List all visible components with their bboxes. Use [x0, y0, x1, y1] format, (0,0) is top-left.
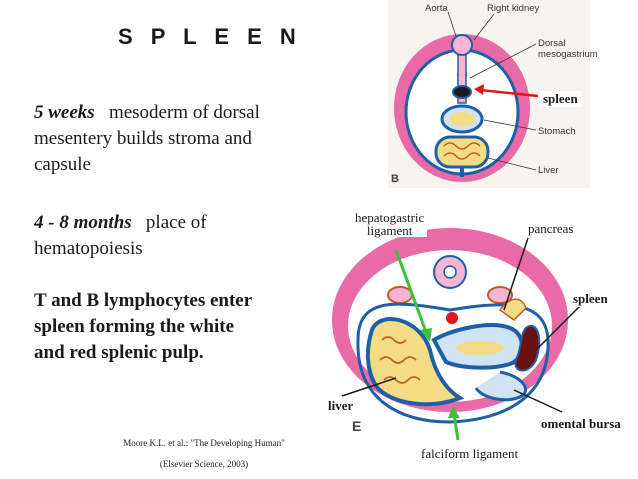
text-p2-l2: hematopoiesis	[34, 238, 143, 259]
dorsal-mesogastrium	[457, 54, 467, 104]
liver-texture-e	[379, 336, 421, 384]
hepatogastric-arrow-head	[420, 328, 432, 342]
callout-spleen-e: spleen	[570, 291, 611, 307]
stomach-lumen	[449, 112, 475, 126]
falciform-arrow-head	[448, 406, 460, 418]
citation-line-2: (Elsevier Science, 2003)	[159, 459, 249, 469]
text-p3-l1: T and B lymphocytes enter	[34, 290, 253, 311]
label-liver: Liver	[538, 165, 559, 176]
liver-e-pointer	[341, 377, 397, 397]
lead-4-8-months: 4 - 8 months	[34, 212, 132, 233]
figure-b-cross-section	[388, 0, 590, 188]
callout-omental-bursa: omental bursa	[538, 416, 624, 432]
callout-spleen-b: spleen	[540, 91, 581, 107]
left-kidney	[387, 286, 413, 304]
peritoneum-e	[356, 302, 550, 424]
liver-pointer	[487, 157, 537, 171]
spleen-e	[514, 325, 541, 372]
paragraph-lymphocytes: T and B lymphocytes enter spleen forming…	[34, 288, 334, 366]
right-kidney	[487, 286, 513, 304]
stomach-lumen-e	[456, 341, 504, 355]
liver-e	[365, 317, 465, 407]
vertebra-center	[443, 265, 457, 279]
hepatogastric-arrow-line	[394, 249, 428, 333]
liver-texture	[443, 142, 481, 160]
aorta-pointer	[447, 11, 457, 37]
mesogastrium-pointer	[469, 43, 537, 79]
ventral-mesentery	[460, 167, 464, 177]
spleen-arrow-line	[479, 88, 539, 98]
paragraph-4-8-months: 4 - 8 months place of hematopoiesis	[34, 210, 334, 262]
spleen-e-pointer	[535, 303, 583, 351]
omental-pointer	[513, 389, 563, 413]
paragraph-5-weeks: 5 weeks mesoderm of dorsal mesentery bui…	[34, 100, 334, 178]
liver-shape	[434, 135, 490, 169]
text-p1-l1: mesoderm of dorsal	[108, 102, 260, 123]
callout-hepatogastric: hepatogastric ligament	[352, 210, 428, 238]
label-right-kidney: Right kidney	[487, 3, 540, 14]
callout-falciform-ligament: falciform ligament	[418, 446, 522, 462]
text-p3-l3: and red splenic pulp.	[34, 342, 204, 363]
label-stomach: Stomach	[538, 126, 576, 137]
callout-hepatogastric-l1: hepatogastric	[355, 210, 425, 225]
stomach-pointer	[483, 119, 537, 131]
spleen-primordium	[452, 85, 472, 99]
text-p1-l3: capsule	[34, 154, 91, 175]
pancreas-pointer	[503, 237, 529, 311]
lead-5-weeks: 5 weeks	[34, 102, 95, 123]
slide-title: S P L E E N	[118, 24, 302, 49]
text-p3-l2: spleen forming the white	[34, 316, 235, 337]
label-dorsal-2: mesogastrium	[538, 49, 598, 60]
panel-letter-e: E	[352, 418, 362, 434]
aorta-e	[446, 312, 458, 324]
label-aorta: Aorta	[425, 3, 448, 14]
callout-pancreas: pancreas	[525, 221, 577, 237]
spleen-arrow-head	[474, 84, 484, 95]
text-p1-l2: mesentery builds stroma and	[34, 128, 252, 149]
label-dorsal-1: Dorsal	[538, 38, 566, 49]
text-p2-l1: place of	[145, 212, 207, 233]
citation-line-1: Moore K.L. et al.: "The Developing Human…	[123, 438, 285, 448]
callout-hepatogastric-l2: ligament	[366, 223, 413, 238]
falciform-arrow-line	[452, 413, 460, 441]
kidney-pointer	[473, 13, 495, 41]
callout-liver: liver	[325, 398, 357, 414]
omental-bursa-e	[474, 370, 528, 402]
aorta-shape	[451, 34, 473, 56]
figure-e-cross-section	[332, 228, 583, 441]
panel-letter-b: B	[391, 173, 399, 185]
